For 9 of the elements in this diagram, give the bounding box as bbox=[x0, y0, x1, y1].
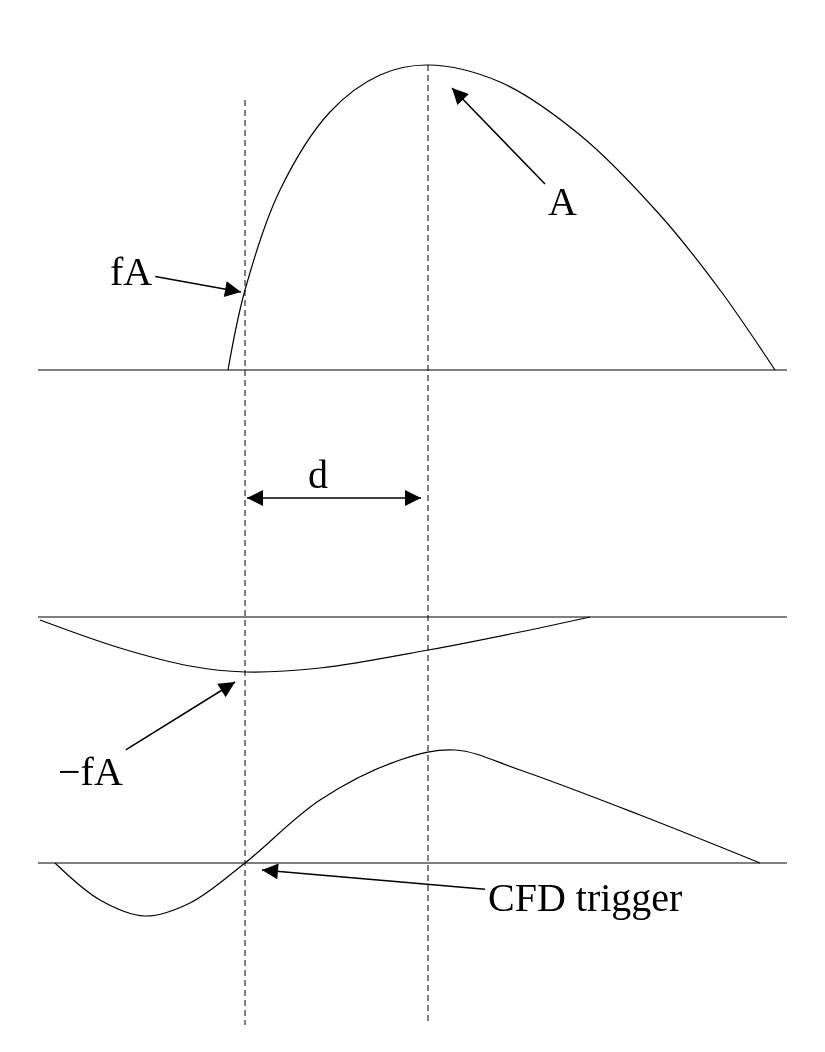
leader-line bbox=[154, 275, 242, 297]
callout-label: A bbox=[548, 182, 577, 222]
leader-line bbox=[261, 863, 486, 891]
callout-label: fA bbox=[110, 252, 153, 292]
callout-label: −fA bbox=[58, 752, 123, 792]
dimension-label: d bbox=[308, 455, 328, 495]
leader-line bbox=[125, 681, 236, 751]
leader-line bbox=[451, 87, 546, 185]
callout-label: CFD trigger bbox=[488, 878, 683, 918]
